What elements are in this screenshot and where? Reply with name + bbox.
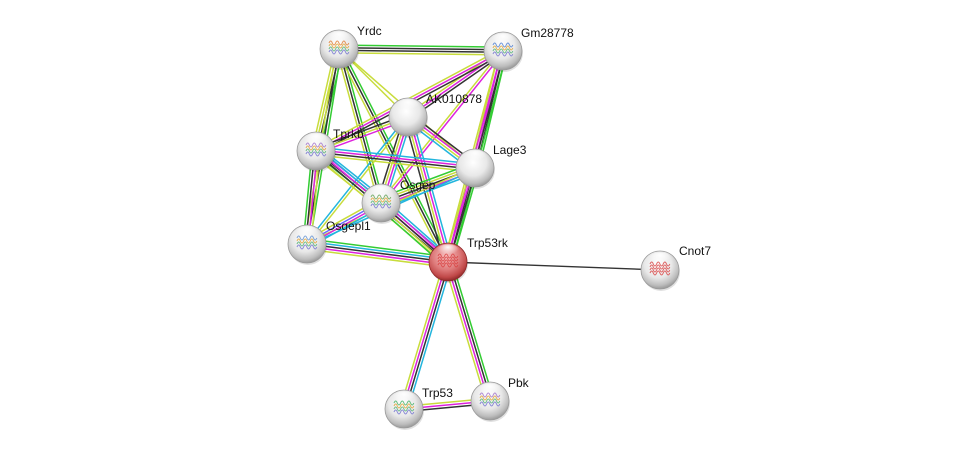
- edge-evidence-black: [404, 262, 450, 410]
- node-label: Osgepl1: [326, 219, 371, 233]
- edge-evidence-cyan: [316, 146, 476, 165]
- edge-trp53rk-trp53[interactable]: [399, 260, 453, 411]
- edge-evidence-magenta: [381, 51, 505, 205]
- edge-evidence-yellowgreen: [306, 248, 448, 268]
- node-gloss: [392, 391, 416, 406]
- edge-evidence-black: [447, 261, 661, 271]
- node-trp53[interactable]: Trp53: [384, 386, 453, 430]
- edge-evidence-green: [307, 238, 449, 258]
- edge-tprkb-lage3[interactable]: [315, 146, 476, 173]
- edge-evidence-cyan: [407, 262, 453, 411]
- node-gm28778[interactable]: Gm28778: [483, 26, 574, 72]
- edge-evidence-green: [340, 47, 451, 262]
- edge-evidence-green: [451, 260, 495, 401]
- node-cnot7[interactable]: Cnot7: [640, 244, 711, 291]
- node-tprkb[interactable]: Tprkb: [296, 127, 364, 172]
- node-osgep[interactable]: Osgep: [361, 178, 436, 224]
- edge-evidence-magenta: [402, 261, 448, 409]
- node-trp53rk[interactable]: Trp53rk: [428, 236, 509, 283]
- node-gloss: [491, 33, 515, 48]
- node-gloss: [396, 99, 420, 114]
- node-label: Trp53rk: [467, 236, 509, 250]
- edge-trp53rk-pbk[interactable]: [443, 260, 495, 403]
- node-label: Yrdc: [357, 24, 382, 38]
- nodes-layer: Yrdc Gm28778AK010878TprkbLage3OsgepOsgepl…: [287, 24, 711, 430]
- edge-evidence-black: [409, 52, 505, 120]
- edge-gm28778-osgep[interactable]: [379, 49, 505, 205]
- node-yrdc[interactable]: Yrdc: [319, 24, 382, 70]
- edge-trp53rk-cnot7[interactable]: [447, 261, 661, 271]
- edge-evidence-yellowgreen: [399, 260, 445, 409]
- node-lage3[interactable]: Lage3: [455, 143, 527, 189]
- edge-evidence-black: [403, 117, 445, 264]
- node-ak010878[interactable]: AK010878: [388, 92, 482, 138]
- node-gloss: [463, 150, 487, 165]
- edge-evidence-yellowgreen: [406, 117, 448, 263]
- edge-evidence-magenta: [306, 245, 448, 266]
- edge-evidence-green: [339, 44, 504, 48]
- node-label: Osgep: [400, 178, 436, 192]
- edge-evidence-magenta: [408, 116, 450, 262]
- edge-evidence-black: [315, 151, 475, 171]
- edge-evidence-yellowgreen: [315, 154, 475, 173]
- edge-osgepl1-trp53rk[interactable]: [306, 238, 449, 268]
- node-label: Cnot7: [679, 244, 711, 258]
- edge-evidence-black: [306, 243, 449, 263]
- edge-evidence-yellowgreen: [379, 49, 503, 203]
- edge-evidence-black: [338, 48, 382, 204]
- edge-evidence-magenta: [446, 262, 490, 402]
- node-gloss: [478, 383, 502, 398]
- edge-evidence-black: [338, 49, 503, 54]
- node-pbk[interactable]: Pbk: [470, 376, 530, 422]
- edge-evidence-cyan: [307, 240, 449, 261]
- edge-evidence-black: [448, 261, 492, 401]
- node-gloss: [327, 31, 351, 46]
- node-label: Trp53: [422, 386, 453, 400]
- node-gloss: [369, 185, 393, 200]
- node-label: Tprkb: [333, 127, 364, 141]
- node-label: Gm28778: [521, 26, 574, 40]
- edge-yrdc-gm28778[interactable]: [338, 44, 504, 56]
- node-gloss: [648, 252, 672, 267]
- node-osgepl1[interactable]: Osgepl1: [287, 219, 371, 265]
- node-gloss: [436, 244, 460, 259]
- edge-evidence-magenta: [316, 148, 476, 168]
- node-gloss: [295, 226, 319, 241]
- node-gloss: [304, 133, 328, 148]
- edge-evidence-yellowgreen: [338, 52, 503, 56]
- node-label: Pbk: [508, 376, 530, 390]
- node-label: Lage3: [493, 143, 527, 157]
- node-label: AK010878: [426, 92, 482, 106]
- edge-evidence-black: [339, 46, 504, 51]
- edge-evidence-yellowgreen: [443, 262, 487, 403]
